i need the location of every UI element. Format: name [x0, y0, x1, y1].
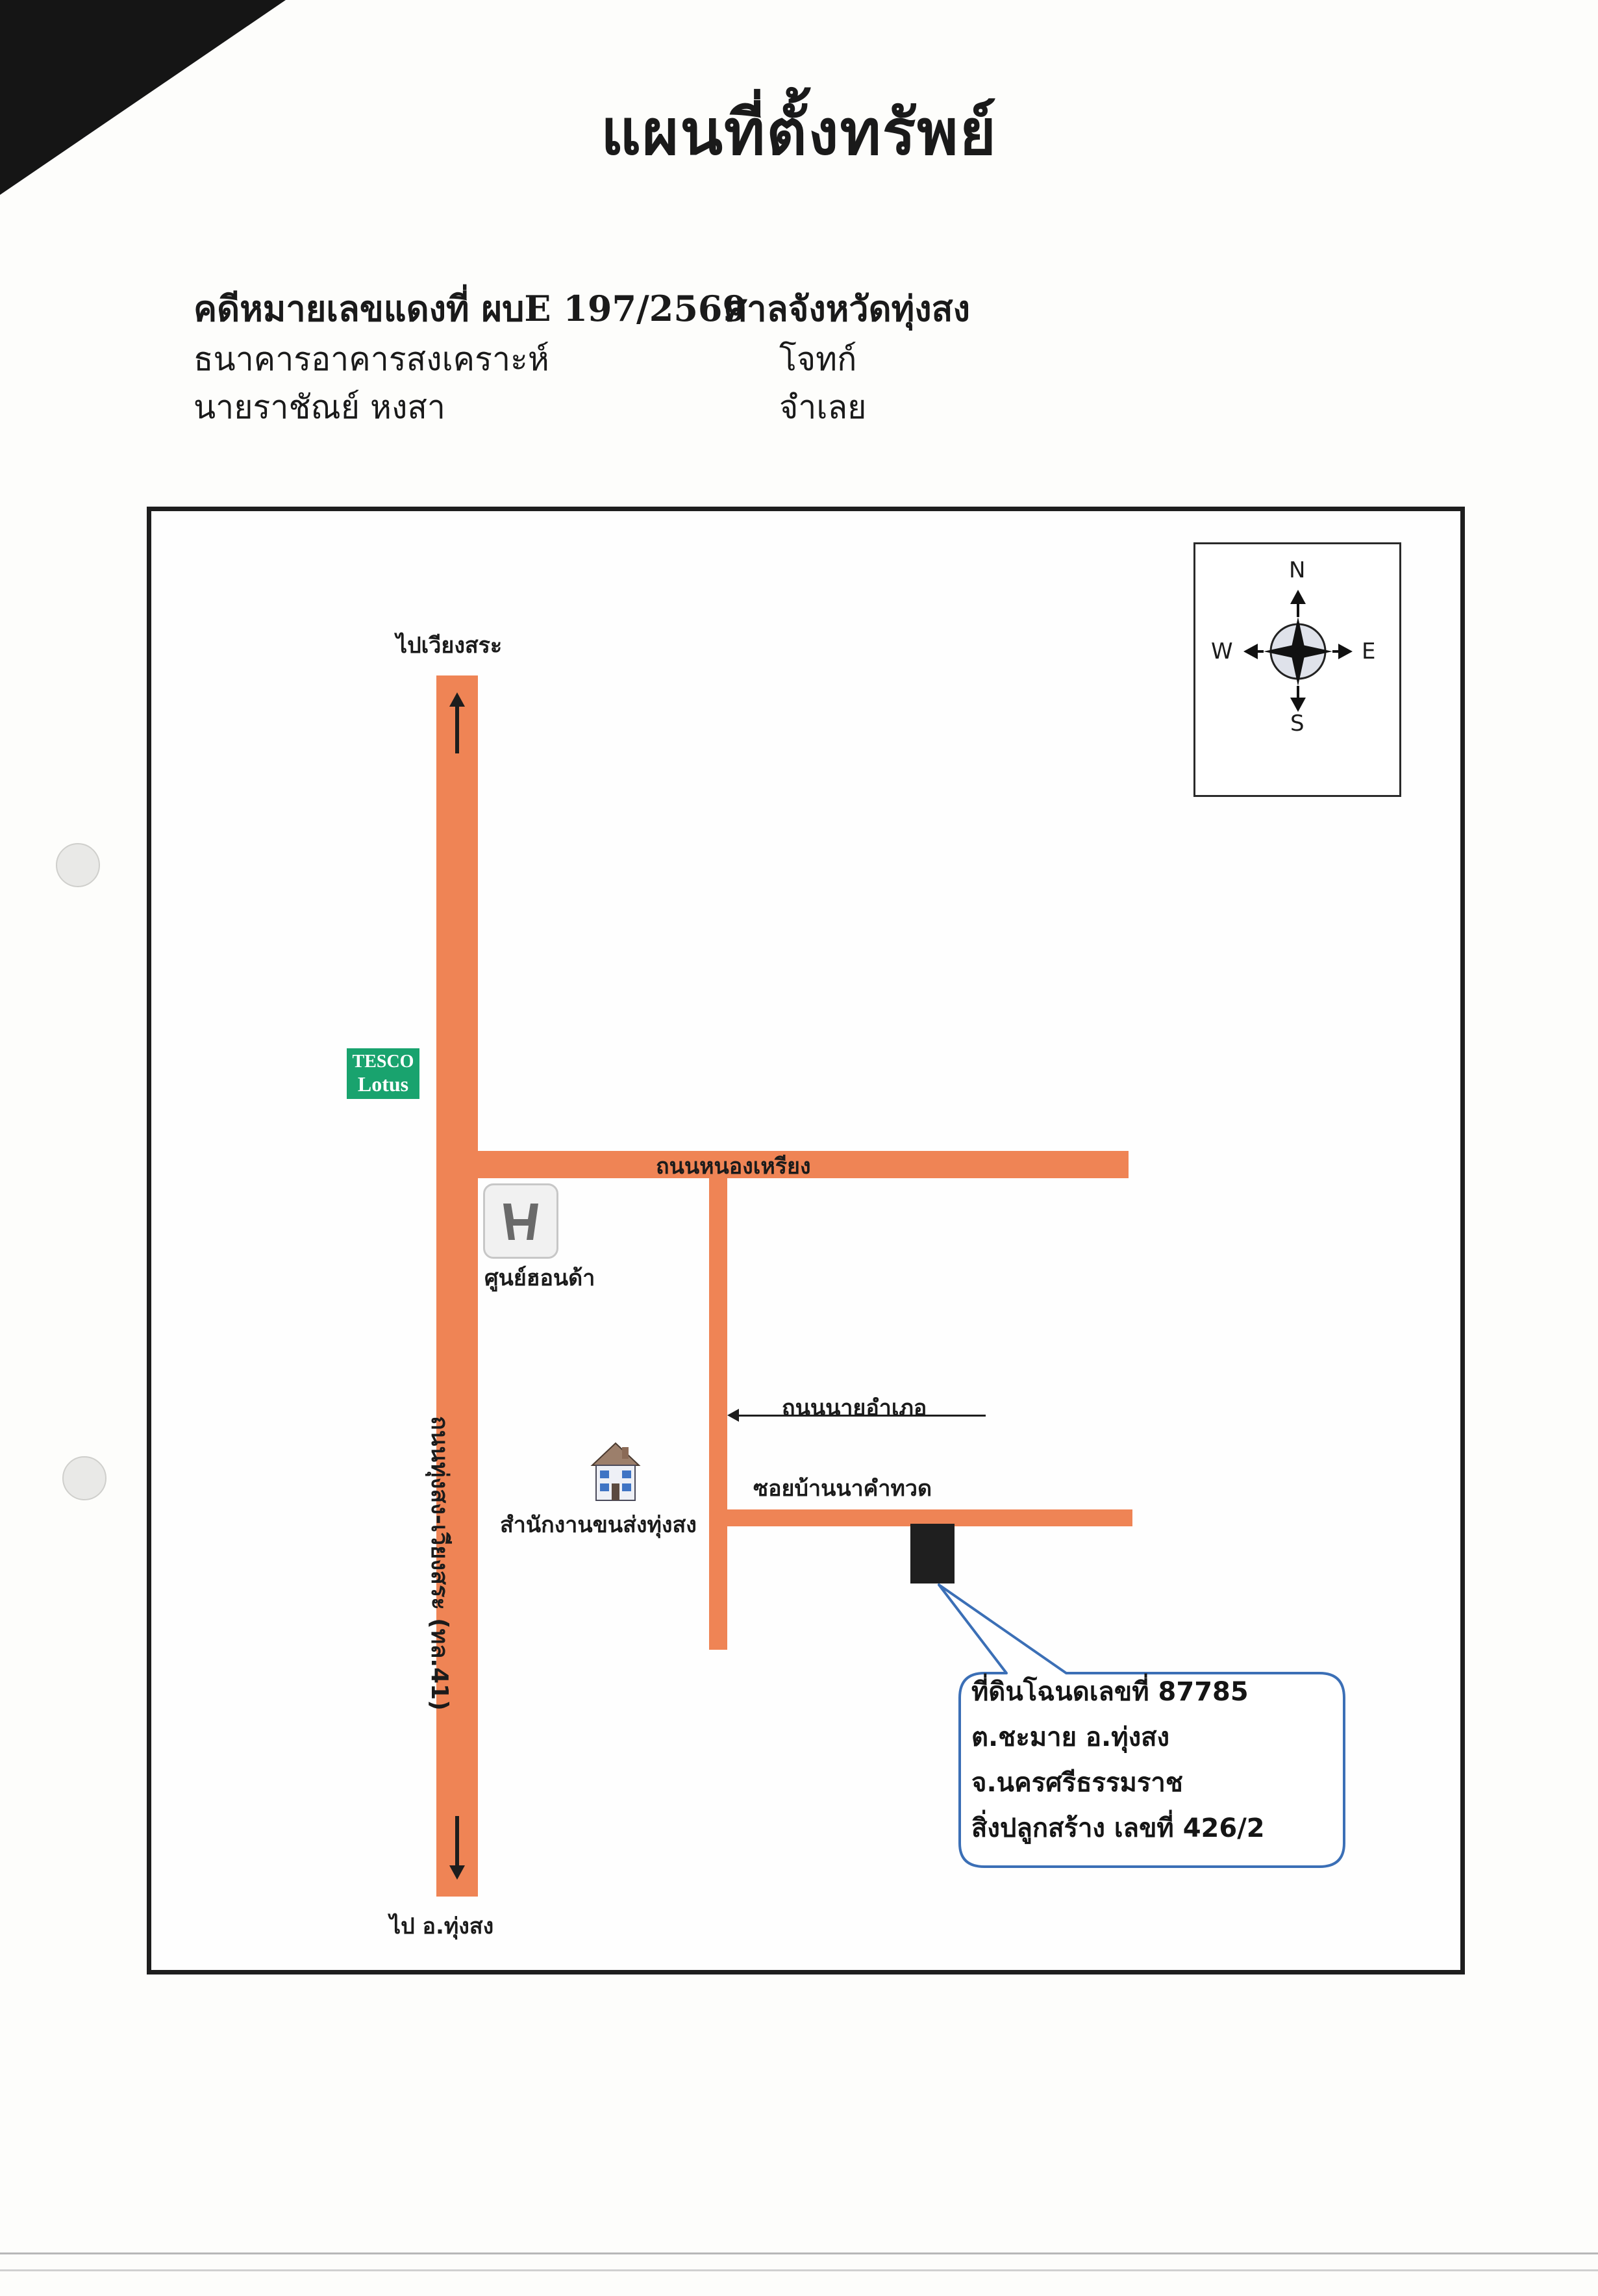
- road-nong-riang-line: [478, 1151, 1129, 1178]
- road-nai-amphoe-label: ถนนนายอำเภอ: [782, 1395, 927, 1421]
- label-to-wiang-sa: ไปเวียงสระ: [396, 633, 503, 659]
- punch-hole-bottom: [62, 1456, 106, 1500]
- property-subdistrict-line: ต.ชะมาย อ.ทุ่งสง: [971, 1722, 1170, 1752]
- honda-center-label: ศูนย์ฮอนด้า: [484, 1265, 595, 1291]
- compass-n: N: [1289, 557, 1306, 583]
- property-deed-line: ที่ดินโฉนดเลขที่ 87785: [971, 1677, 1249, 1707]
- road-nai-amphoe-line: [709, 1178, 727, 1650]
- property-plot-marker: [910, 1524, 955, 1583]
- nai-amphoe-pointer-line: [734, 1415, 986, 1417]
- red-case-number: คดีหมายเลขแดงที่ ผบE 197/2569: [194, 288, 747, 329]
- compass-rose-icon: [1243, 590, 1353, 712]
- soi-ban-na-kham-huat-line: [727, 1509, 1132, 1526]
- south-arrow-shaft: [455, 1816, 459, 1867]
- defendant-name: นายราชัณย์ หงสา: [194, 388, 445, 426]
- lotus-logo-text: Lotus: [357, 1072, 409, 1096]
- plaintiff-name: ธนาคารอาคารสงเคราะห์: [194, 340, 549, 378]
- main-road-line: [436, 675, 478, 1897]
- tesco-lotus-logo: TESCO Lotus: [347, 1048, 419, 1099]
- compass-e: E: [1362, 638, 1376, 664]
- transport-office-label: สำนักงานขนส่งทุ่งสง: [500, 1512, 697, 1538]
- north-arrow-head: [449, 692, 465, 707]
- label-to-thung-song: ไป อ.ทุ่งสง: [390, 1913, 494, 1939]
- scan-edge-line-2: [0, 2269, 1598, 2271]
- main-road-label: ถนนทุ่งสง-เวียงสระ (ทล.41): [426, 1416, 453, 1711]
- defendant-role: จำเลย: [779, 388, 867, 426]
- court-name: ศาลจังหวัดทุ่งสง: [725, 288, 970, 329]
- scan-edge-line: [0, 2252, 1598, 2254]
- tesco-logo-text: TESCO: [352, 1052, 414, 1072]
- house-icon: [590, 1441, 642, 1506]
- compass-box: N S E W: [1193, 542, 1401, 797]
- north-arrow-shaft: [455, 703, 459, 753]
- road-nong-riang-label: ถนนหนองเหรียง: [656, 1154, 811, 1180]
- nai-amphoe-pointer-head: [727, 1409, 739, 1422]
- page-title: แผนที่ตั้งทรัพย์: [601, 95, 997, 169]
- soi-label: ซอยบ้านนาคำทวด: [753, 1476, 932, 1502]
- property-building-line: สิ่งปลูกสร้าง เลขที่ 426/2: [971, 1813, 1265, 1843]
- plaintiff-role: โจทก์: [779, 340, 857, 378]
- property-callout-bubble: [938, 1583, 1345, 1868]
- compass-s: S: [1290, 711, 1305, 737]
- compass-w: W: [1211, 638, 1233, 664]
- punch-hole-top: [56, 843, 100, 887]
- south-arrow-head: [449, 1865, 465, 1880]
- honda-logo-icon: [483, 1183, 558, 1259]
- property-description: ที่ดินโฉนดเลขที่ 87785 ต.ชะมาย อ.ทุ่งสง …: [971, 1669, 1265, 1851]
- property-province-line: จ.นครศรีธรรมราช: [971, 1768, 1183, 1798]
